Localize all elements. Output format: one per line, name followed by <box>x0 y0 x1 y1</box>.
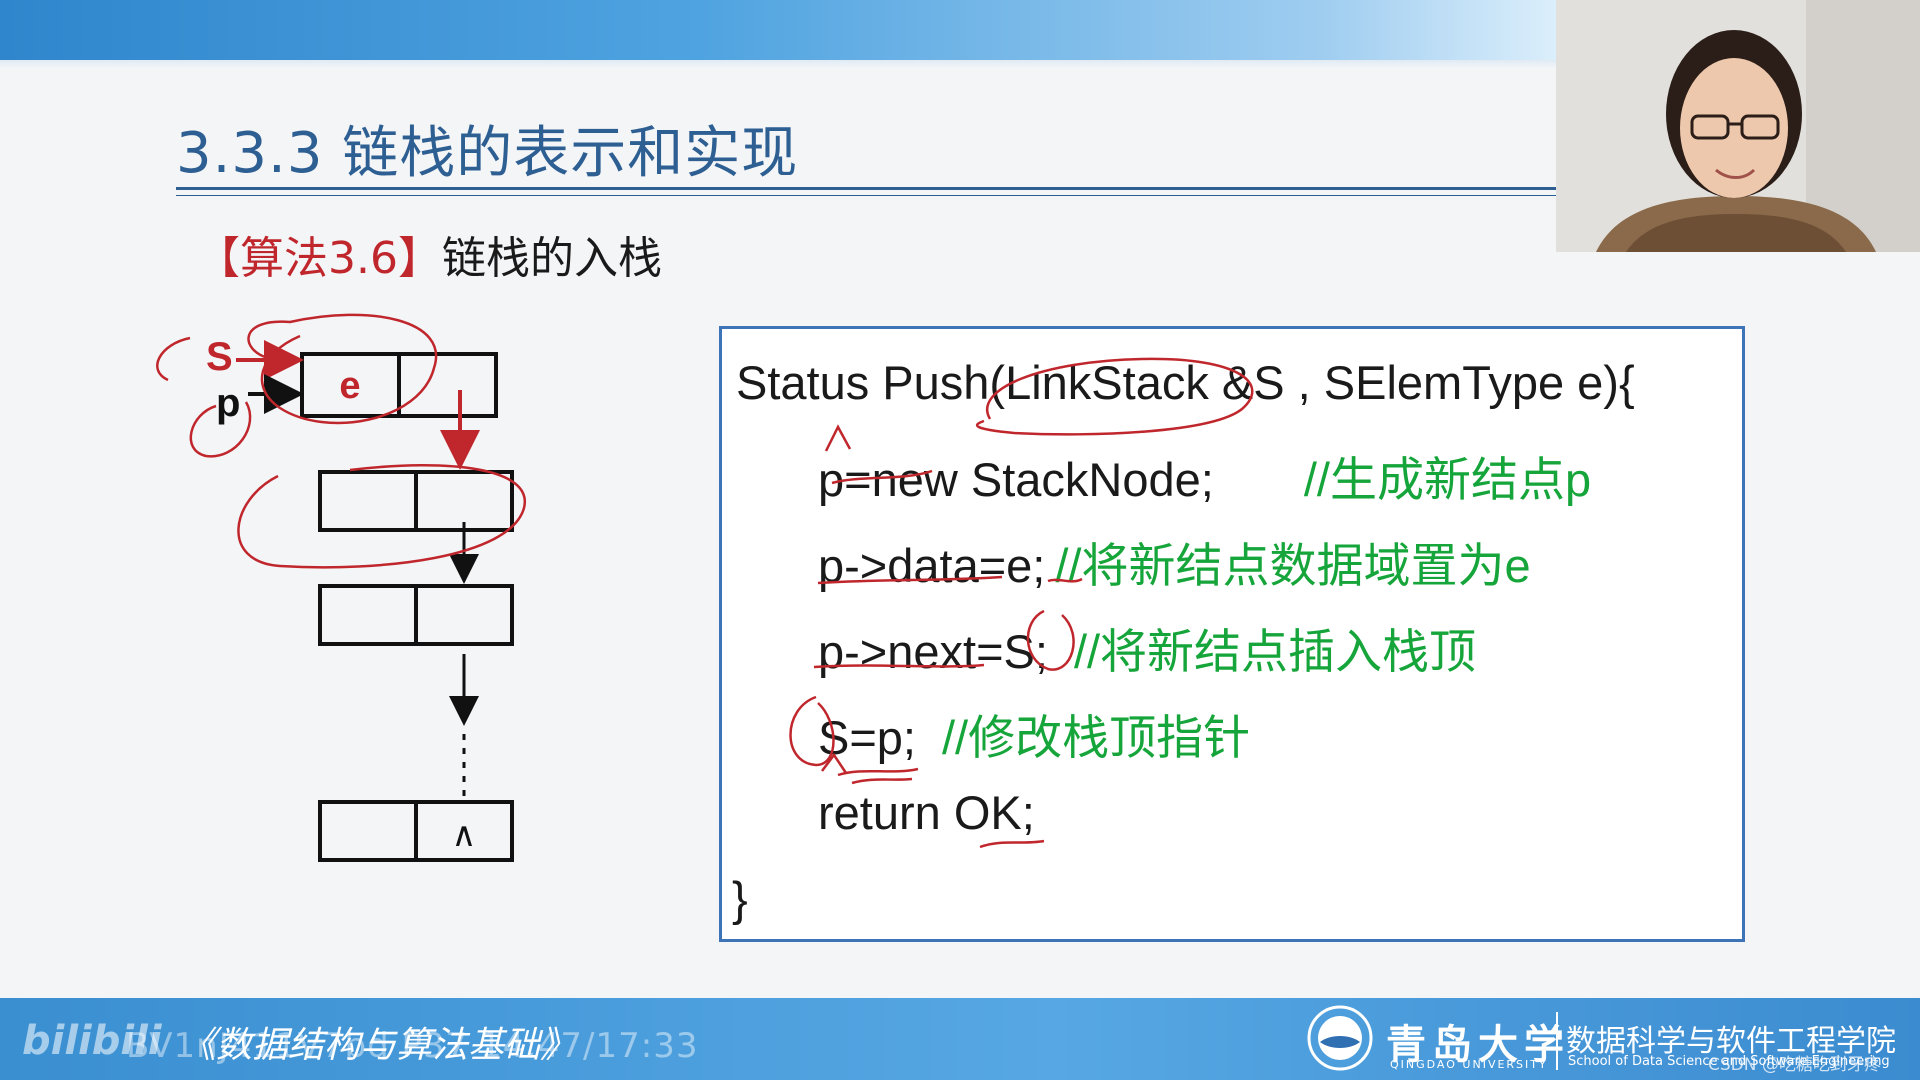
university-seal-icon <box>1307 1005 1373 1071</box>
stack-node-2 <box>318 584 514 646</box>
code-line-6: return OK; <box>818 786 1035 839</box>
code-line-2: p=new StackNode;//生成新结点p <box>818 453 1592 506</box>
linked-stack-diagram: e S p ∧ <box>156 313 527 862</box>
null-pointer-symbol: ∧ <box>452 815 477 855</box>
node-data-e: e <box>339 365 360 407</box>
school-english-name: School of Data Science and Software Engi… <box>1568 1054 1890 1069</box>
code-line-7: } <box>732 872 748 925</box>
new-node: e <box>300 352 498 418</box>
stack-node-1 <box>318 470 514 532</box>
footer-banner <box>0 998 1920 1080</box>
title-underline <box>176 187 1556 190</box>
comment-line-4: //将新结点插入栈顶 <box>1073 625 1477 678</box>
university-english-name: QINGDAO UNIVERSITY <box>1390 1058 1548 1071</box>
code-line-4: p->next=S;//将新结点插入栈顶 <box>818 625 1477 678</box>
code-line-3: p->data=e;//将新结点数据域置为e <box>818 539 1531 592</box>
top-banner <box>0 0 1556 60</box>
bilibili-logo-icon: bilibili <box>22 1018 162 1064</box>
algorithm-name: 链栈的入栈 <box>441 233 662 284</box>
pointer-p-label: p <box>216 381 240 425</box>
presenter-webcam <box>1556 0 1920 252</box>
pointer-s-label: S <box>206 335 233 379</box>
code-line-5: S=p;//修改栈顶指针 <box>818 711 1251 764</box>
university-name: 青岛大学 <box>1386 1021 1570 1068</box>
csdn-watermark: CSDN @吃糖吃到牙疼 <box>1708 1055 1881 1075</box>
course-title: 《数据结构与算法基础》 <box>180 1025 577 1066</box>
slide-title: 3.3.3 链栈的表示和实现 <box>176 121 799 186</box>
code-line-1: Status Push(LinkStack &S , SElemType e){ <box>736 356 1635 409</box>
school-name: 数据科学与软件工程学院 <box>1566 1024 1896 1059</box>
code-panel: Status Push(LinkStack &S , SElemType e){… <box>719 326 1745 942</box>
video-timestamp: BV1nJ411V7bd P37 14:47/17:33 <box>126 1026 699 1066</box>
algorithm-heading: 【算法3.6】链栈的入栈 <box>196 222 662 286</box>
comment-line-2: //生成新结点p <box>1303 453 1592 506</box>
stack-node-bottom: ∧ <box>318 800 514 862</box>
algorithm-number: 【算法3.6】 <box>196 233 442 284</box>
comment-line-5: //修改栈顶指针 <box>942 711 1251 764</box>
comment-line-3: //将新结点数据域置为e <box>1055 539 1531 592</box>
handwritten-circles <box>156 313 527 569</box>
